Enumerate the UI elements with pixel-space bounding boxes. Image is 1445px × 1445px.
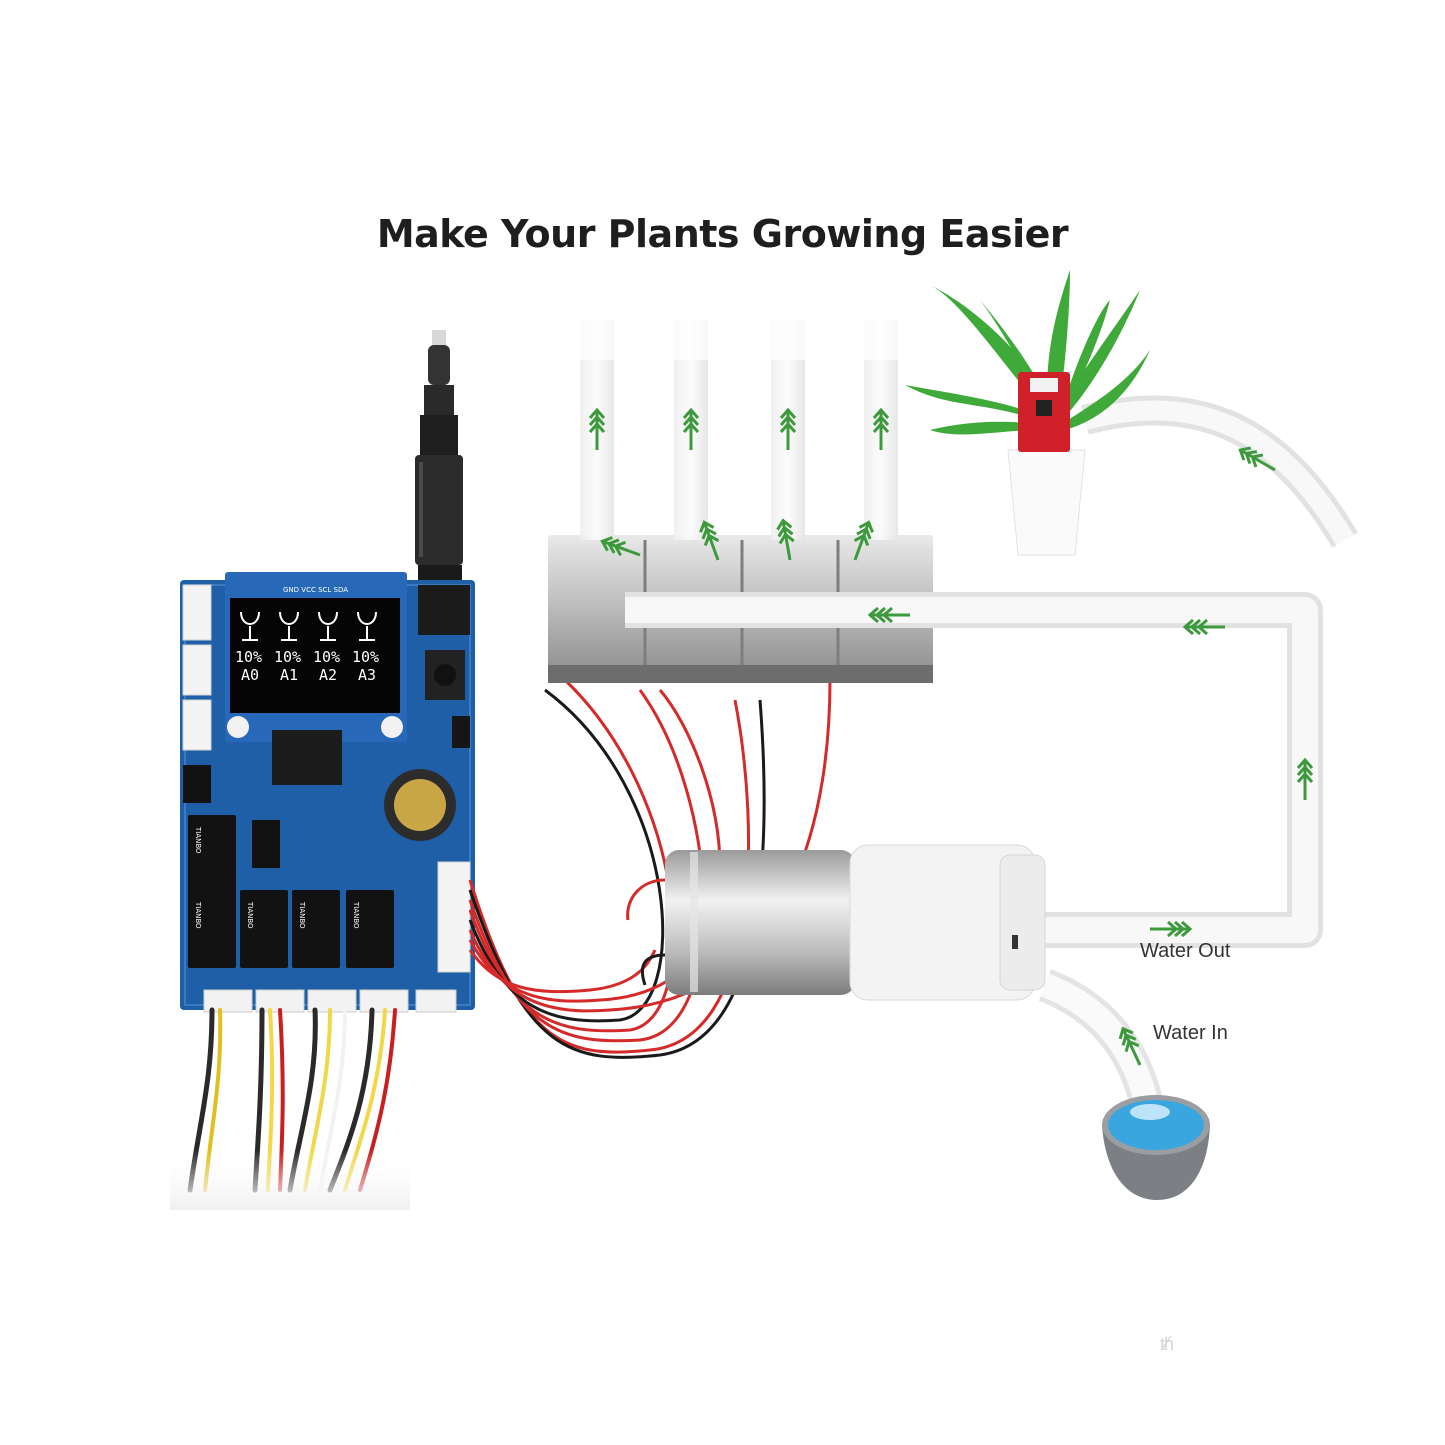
relay: TIANBO (346, 890, 394, 968)
water-cup (1102, 1095, 1210, 1200)
flow-arrow (588, 407, 606, 450)
power-connector (415, 330, 463, 635)
oled-channel-a0: 10%A0 (235, 611, 262, 684)
oled-channel-name: A0 (241, 666, 259, 684)
relay: TIANBO (188, 815, 236, 893)
relay-brand: TIANBO (194, 901, 202, 929)
flow-arrow (1182, 618, 1225, 636)
relay-brand: TIANBO (194, 826, 202, 854)
flow-arrow (867, 606, 910, 624)
flow-arrow (1238, 446, 1276, 472)
flow-arrow (1150, 920, 1193, 938)
flow-arrow (872, 407, 890, 450)
relay-brand: TIANBO (352, 901, 360, 929)
flow-arrow (682, 407, 700, 450)
potted-plant (905, 270, 1150, 556)
oled-channel-name: A2 (319, 666, 337, 684)
outlet-tubes (560, 300, 920, 540)
oled-channel-a1: 10%A1 (274, 611, 301, 684)
flow-arrow (776, 518, 795, 561)
oled-percent: 10% (313, 648, 340, 666)
plant-icon (318, 611, 338, 641)
oled-percent: 10% (274, 648, 301, 666)
relay-brand: TIANBO (246, 901, 254, 929)
microcontroller-chip (272, 730, 342, 785)
oled-channel-name: A3 (358, 666, 376, 684)
relay-brand: TIANBO (298, 901, 306, 929)
plant-icon (279, 611, 299, 641)
sensor-cables (170, 1007, 410, 1210)
plant-icon (240, 611, 260, 641)
water-out-label: Water Out (1140, 940, 1231, 962)
flower-pot (1007, 449, 1086, 556)
flow-arrow (853, 520, 874, 561)
relay: TIANBO (292, 890, 340, 968)
oled-channel-name: A1 (280, 666, 298, 684)
water-in-label: Water In (1153, 1022, 1228, 1044)
flow-arrow (779, 407, 797, 450)
flow-arrow (1118, 1026, 1142, 1066)
flow-arrow (1296, 757, 1314, 800)
relay: TIANBO (240, 890, 288, 968)
oled-percent: 10% (352, 648, 379, 666)
oled-channel-a3: 10%A3 (352, 611, 379, 684)
water-pump (626, 844, 1046, 1001)
flow-arrow (699, 520, 720, 561)
flow-arrows (588, 407, 1314, 1066)
oled-percent: 10% (235, 648, 262, 666)
oled-channel-a2: 10%A2 (313, 611, 340, 684)
flow-arrow (600, 536, 641, 557)
plant-icon (357, 611, 377, 641)
oled-header: GND VCC SCL SDA (283, 586, 348, 594)
relay: TIANBO (188, 890, 236, 968)
page-title: Make Your Plants Growing Easier (376, 212, 1069, 256)
watermark-mark: ᵺ (1160, 1334, 1174, 1355)
pump-motor (665, 850, 855, 995)
water-tubing (625, 395, 1358, 1124)
